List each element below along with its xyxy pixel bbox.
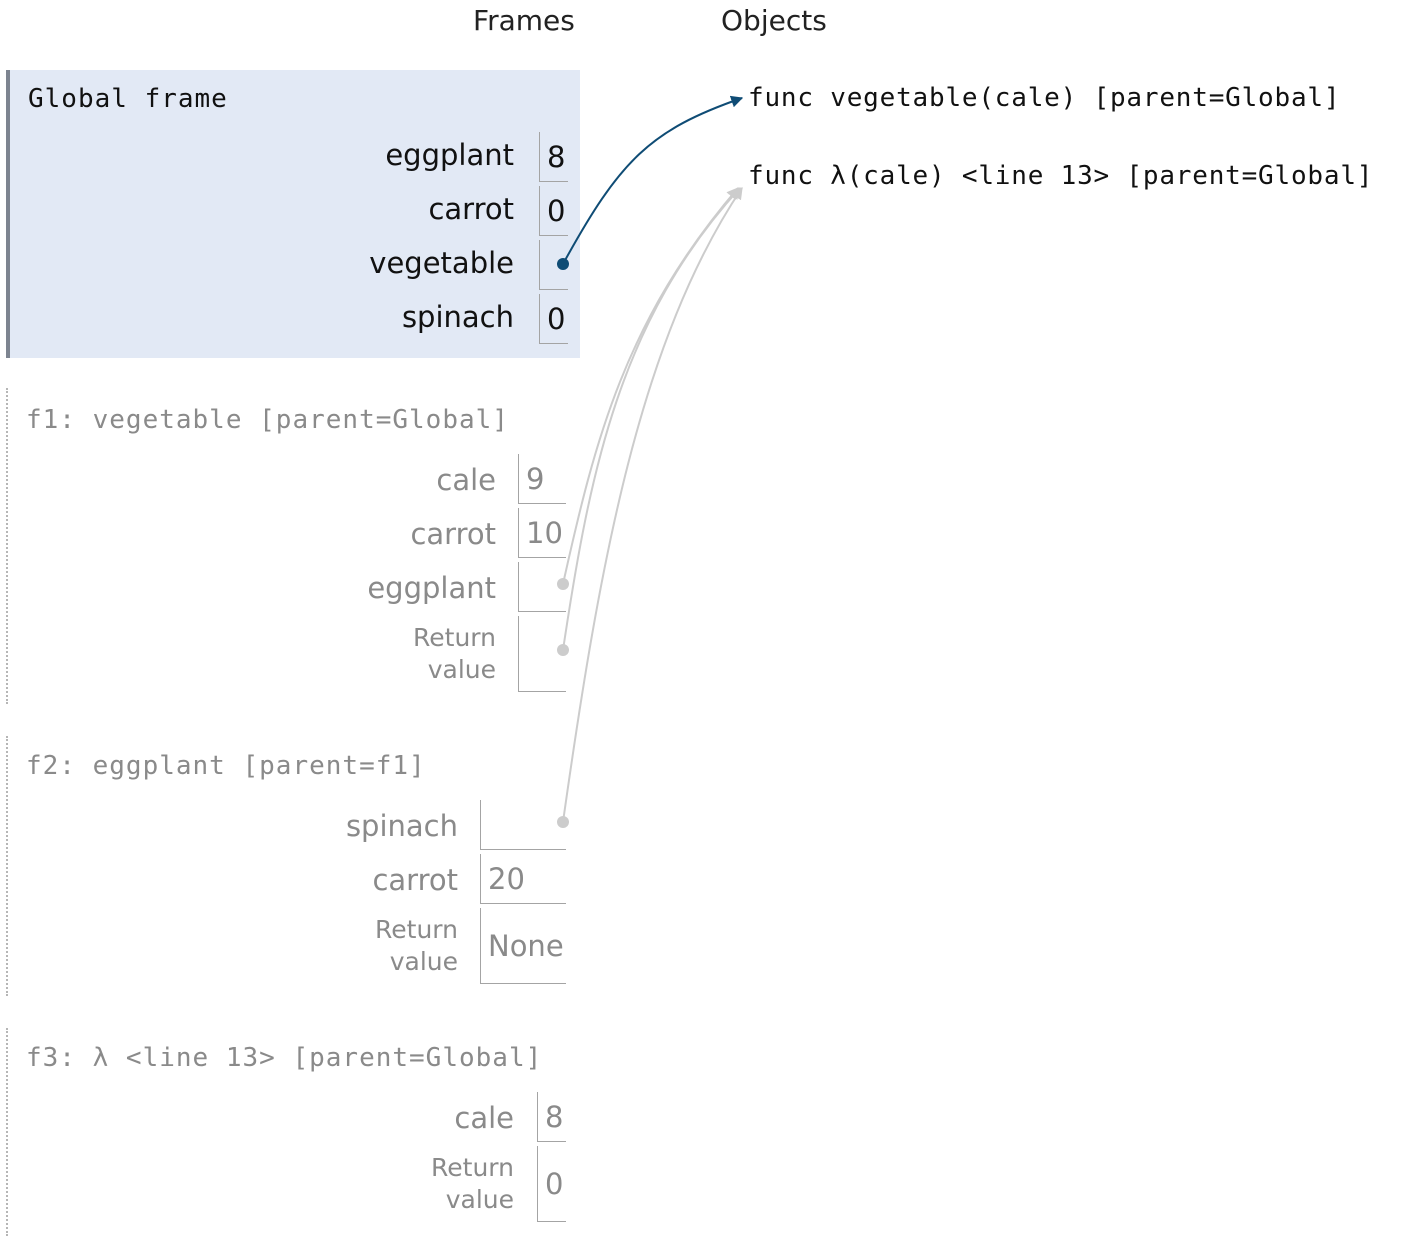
pointer-dot-global-vegetable [557,258,569,270]
frames-heading: Frames [473,4,575,37]
return-label-line2: value [389,947,458,976]
return-label-line1: Return [431,1153,514,1182]
var-value-carrot: 0 [539,186,568,236]
objects-heading: Objects [721,4,827,37]
f3-frame: f3: λ <line 13> [parent=Global] cale 8 R… [6,1028,580,1236]
var-value-carrot: 20 [480,854,566,904]
var-label-vegetable: vegetable [369,246,514,280]
return-value-label: Return value [431,1152,514,1216]
return-value: None [480,908,566,984]
pointer-arrow-f1-eggplant [562,187,739,585]
var-value-vegetable [539,240,568,290]
return-label-line1: Return [375,915,458,944]
frame-title: f1: vegetable [parent=Global] [26,405,509,435]
var-value-cale: 9 [518,454,566,504]
pointer-dot-f1-return [557,644,569,656]
var-label-spinach: spinach [401,300,514,334]
global-frame: Global frame eggplant 8 carrot 0 vegetab… [6,70,580,358]
var-value-carrot: 10 [518,508,566,558]
return-label-line2: value [427,655,496,684]
var-value-spinach: 0 [539,294,568,344]
var-label-carrot: carrot [410,517,496,551]
return-value [518,616,566,692]
return-value: 0 [537,1146,566,1222]
var-label-carrot: carrot [372,863,458,897]
var-label-cale: cale [436,463,496,497]
var-label-carrot: carrot [428,192,514,226]
pointer-arrow-f2-spinach [562,187,743,823]
var-value-eggplant: 8 [539,132,568,182]
function-object-vegetable: func vegetable(cale) [parent=Global] [748,83,1341,113]
return-label-line1: Return [413,623,496,652]
f1-frame: f1: vegetable [parent=Global] cale 9 car… [6,388,580,704]
var-label-eggplant: eggplant [385,138,514,172]
pointer-arrow-global-vegetable [562,95,744,265]
var-label-eggplant: eggplant [367,571,496,605]
pointer-arrow-f1-return [562,187,741,651]
f2-frame: f2: eggplant [parent=f1] spinach carrot … [6,736,580,996]
pointer-dot-f1-eggplant [557,578,569,590]
return-value-label: Return value [375,914,458,978]
var-label-cale: cale [454,1101,514,1135]
frame-title: Global frame [28,84,228,114]
var-label-spinach: spinach [345,809,458,843]
var-value-spinach [480,800,566,850]
return-label-line2: value [445,1185,514,1214]
frame-title: f3: λ <line 13> [parent=Global] [26,1043,543,1073]
function-object-lambda: func λ(cale) <line 13> [parent=Global] [748,161,1374,191]
var-value-cale: 8 [537,1092,566,1142]
frame-title: f2: eggplant [parent=f1] [26,751,426,781]
var-value-eggplant [518,562,566,612]
pointer-dot-f2-spinach [557,816,569,828]
return-value-label: Return value [413,622,496,686]
